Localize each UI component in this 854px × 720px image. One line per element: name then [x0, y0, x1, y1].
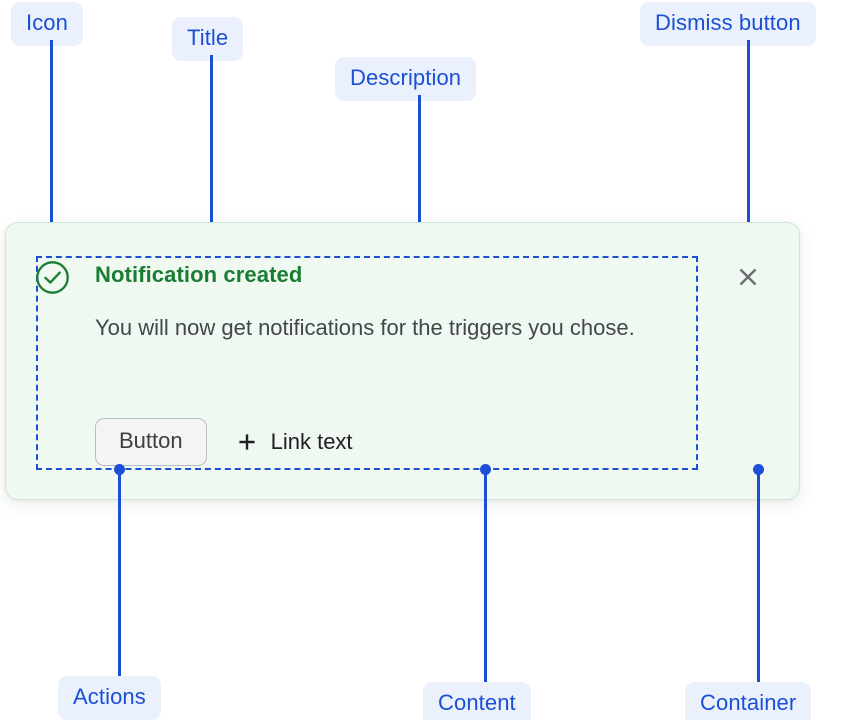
close-icon — [739, 268, 757, 286]
annotation-connector-dismiss — [747, 40, 750, 248]
annotation-dot-container — [753, 464, 764, 475]
action-link-label: Link text — [270, 429, 353, 454]
annotation-label-content: Content — [423, 682, 531, 720]
annotation-label-description: Description — [335, 57, 477, 101]
action-link[interactable]: Link text — [237, 431, 353, 453]
annotation-label-container: Container — [685, 682, 812, 720]
check-circle-icon — [35, 260, 70, 295]
annotation-connector-actions — [118, 470, 121, 676]
action-button[interactable]: Button — [95, 418, 207, 466]
annotation-connector-description — [418, 95, 421, 303]
plus-icon — [237, 432, 257, 452]
annotation-label-icon: Icon — [11, 2, 83, 46]
annotation-connector-title — [210, 55, 213, 263]
annotation-connector-container — [757, 470, 760, 682]
annotation-label-title: Title — [172, 17, 244, 61]
notification-actions: Button Link text — [95, 418, 353, 466]
notification-content-region — [36, 256, 698, 470]
annotation-label-dismiss: Dismiss button — [640, 2, 816, 46]
annotation-label-actions: Actions — [58, 676, 161, 720]
dismiss-button[interactable] — [733, 262, 763, 292]
annotation-connector-icon — [50, 40, 53, 250]
notification-container — [5, 222, 800, 500]
annotation-dot-actions — [114, 464, 125, 475]
annotation-dot-content — [480, 464, 491, 475]
notification-title: Notification created — [95, 262, 303, 287]
annotation-connector-content — [484, 470, 487, 682]
notification-description: You will now get notifications for the t… — [95, 315, 635, 340]
